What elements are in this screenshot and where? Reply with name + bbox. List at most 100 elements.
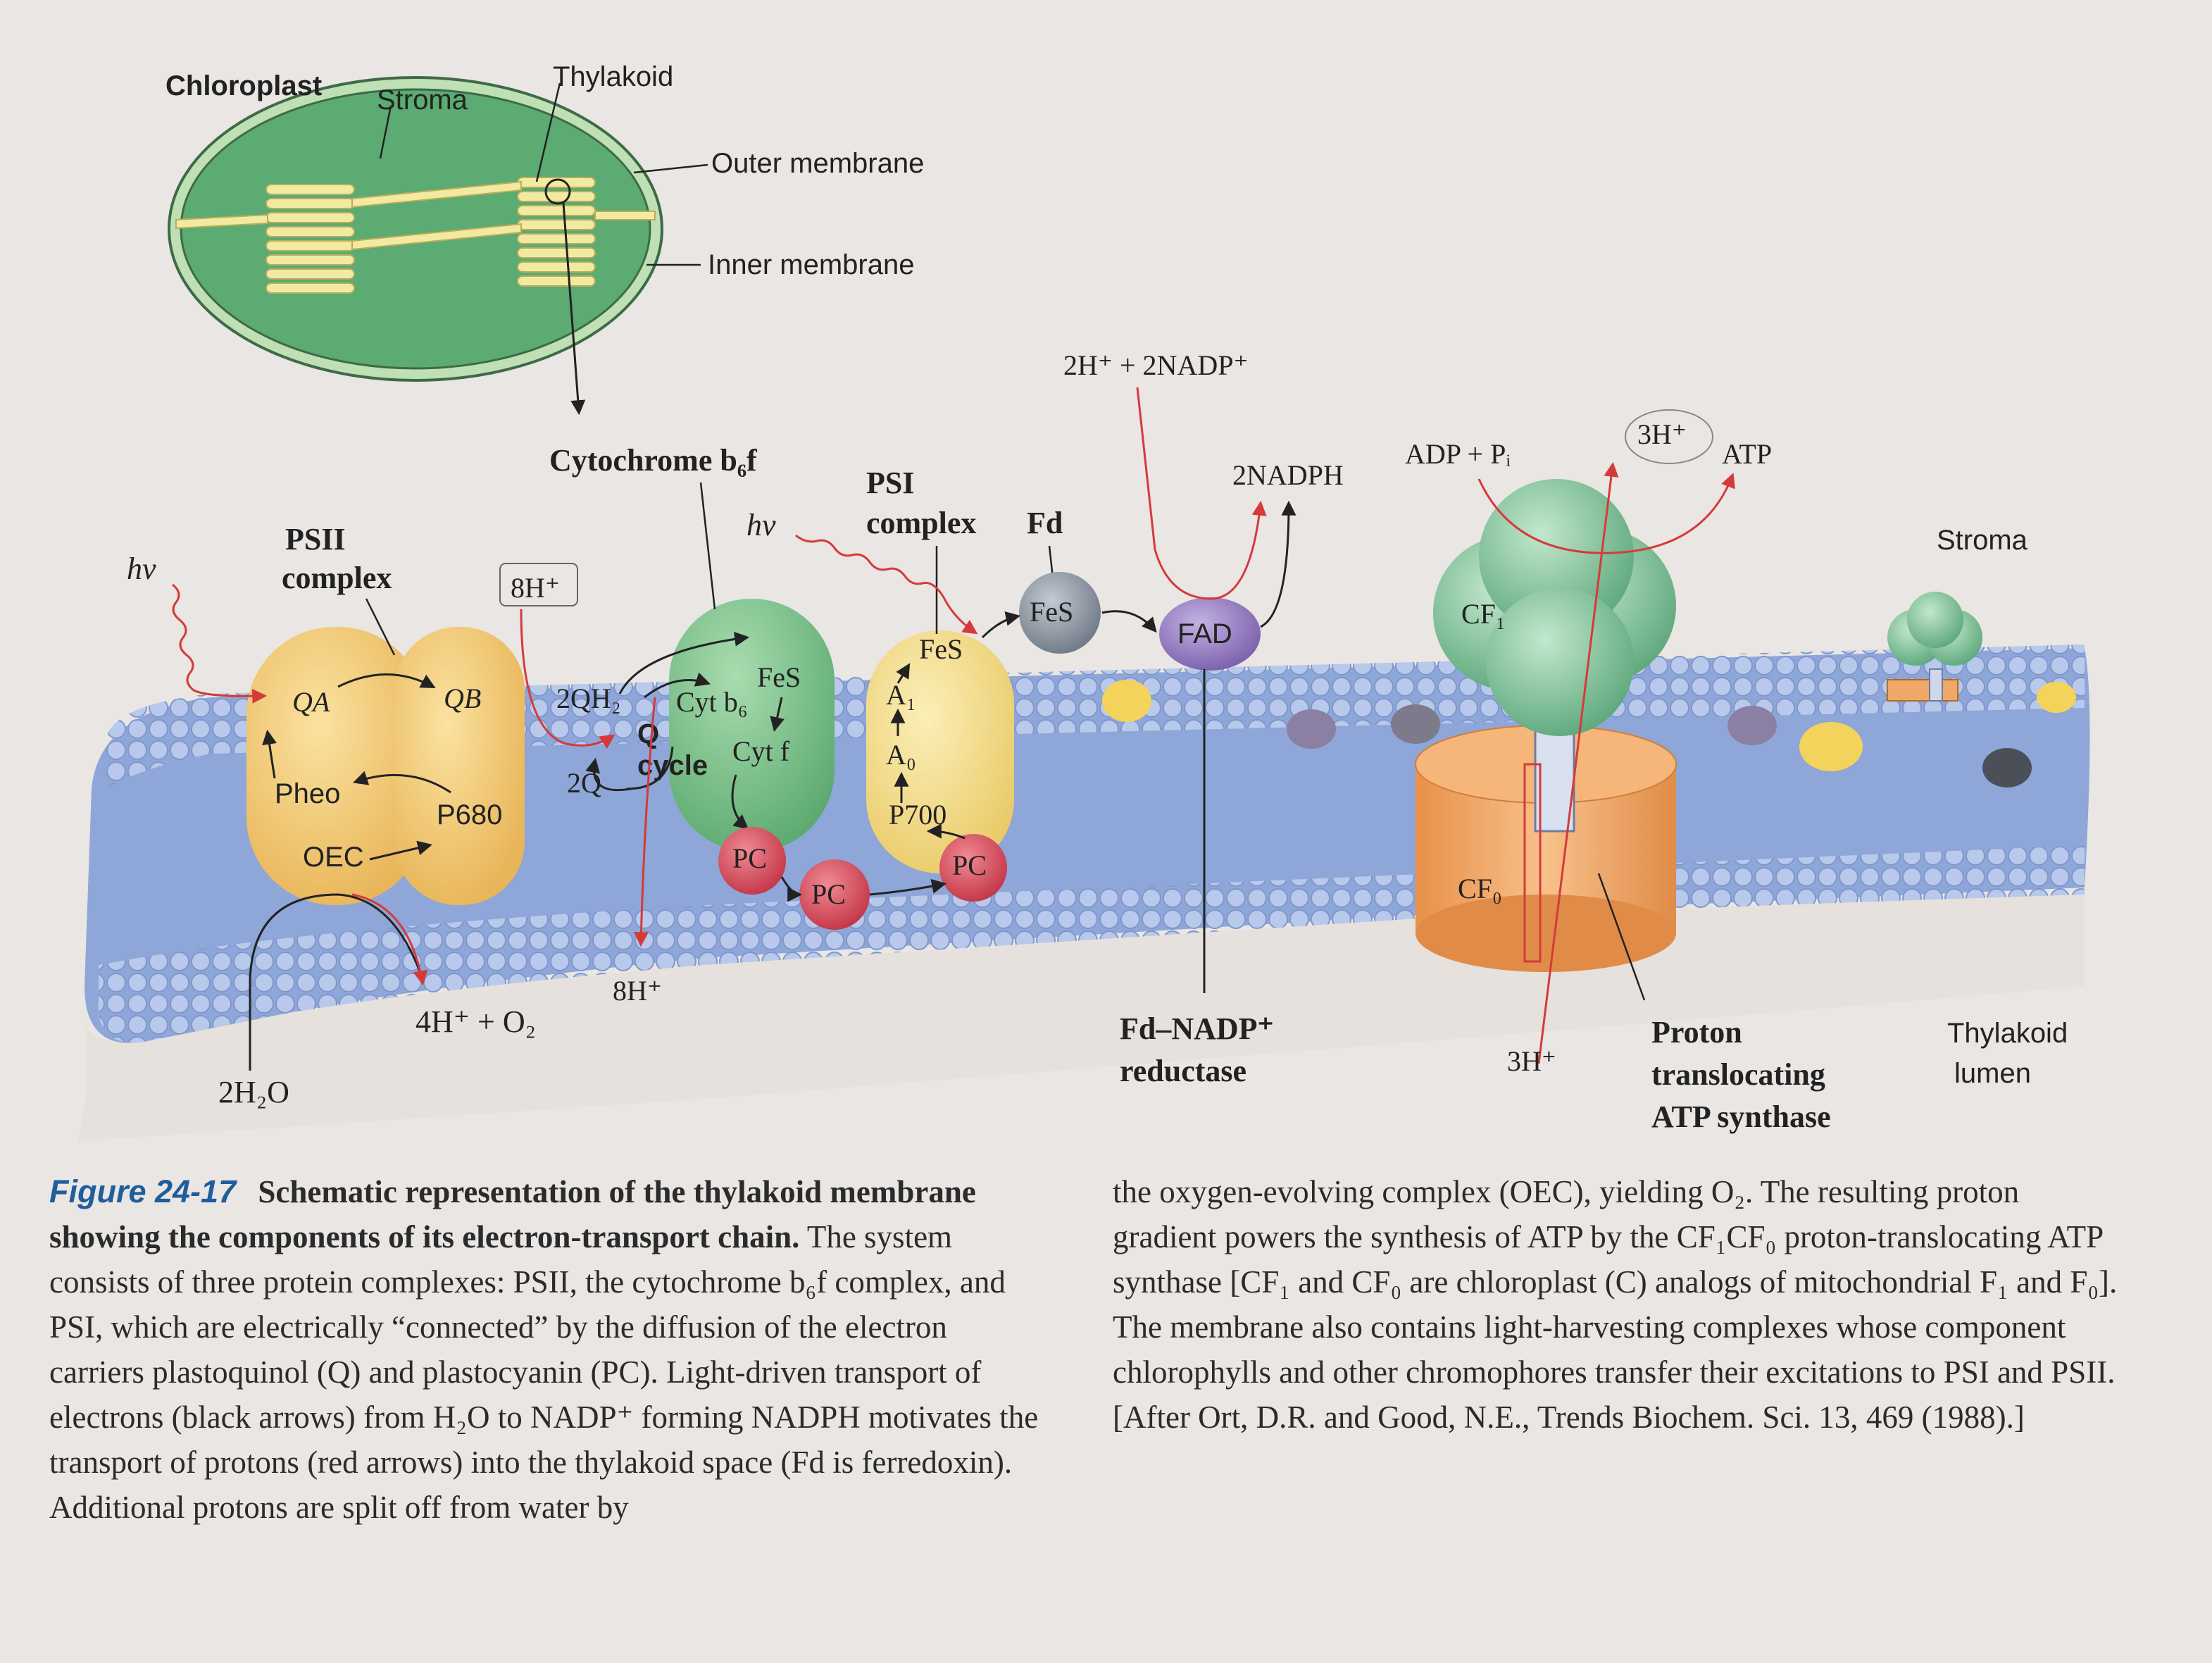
cytochrome-body [669,599,835,852]
chloroplast-inset: Chloroplast Stroma Thylakoid Outer membr… [165,61,924,416]
fd-label: Fd [1027,506,1063,540]
psi-hv: hν [746,508,776,542]
psii-hv: hν [127,552,156,586]
psi-complex: PSI complex hν FeS A₁ A₀ P700 PC PC [746,466,1014,930]
label-lumen-1: Thylakoid [1947,1018,2068,1049]
psii-products: 4H⁺ + O₂ [415,1004,536,1039]
fad-label: FAD [1177,618,1232,649]
reductase-label-2: reductase [1120,1054,1246,1088]
nadp-to-nadph-arrow [1136,387,1267,600]
cf1-label: CF₁ [1461,598,1506,630]
label-thylakoid: Thylakoid [553,61,673,92]
atp-protons-bottom: 3H⁺ [1507,1045,1556,1077]
psii-complex: PSII complex hν QA QB Pheo P680 OEC 2H₂O… [127,522,536,1109]
label-inner-membrane: Inner membrane [708,249,914,280]
atp-label: ATP [1722,438,1772,470]
lipid-protein-purple [1287,709,1336,749]
figure-label: Figure 24-17 [49,1173,237,1209]
atp-synthase-label-2: translocating [1651,1057,1825,1092]
cf0-label: CF₀ [1458,873,1502,904]
cytochrome-title: Cytochrome b₆f [549,443,758,478]
psi-a1: A₁ [886,679,916,711]
reductase-label-1: Fd–NADP⁺ [1120,1011,1274,1046]
cyt-proton-release [633,697,656,947]
fd-fes: FeS [1030,596,1073,628]
cyt-2q: 2Q [567,767,601,799]
fad-bubble [1159,597,1261,671]
psii-photon [172,583,268,704]
psi-pc-bubble [939,834,1007,902]
psii-right-lobe [394,627,525,905]
psi-a0: A₀ [886,739,916,771]
atp-synthase: CF₁ CF₀ ADP + Pᵢ 3H⁺ ATP 3H⁺ Proton tran… [1405,409,1831,1134]
label-outer-membrane: Outer membrane [711,148,924,179]
lipid-protein-yellow-2 [1799,722,1863,771]
cyt-qh2: 2QH₂ [556,683,621,714]
mobile-pc-bubble [799,859,870,930]
adp-to-atp-arrow [1477,473,1735,554]
cf0-stalk [1534,724,1575,833]
psii-water: 2H₂O [218,1075,289,1109]
lipid-protein-yellow [1102,680,1151,722]
water-split-arrow [249,893,424,1071]
atp-synthase-label-1: Proton [1651,1015,1742,1050]
psii-title-1: PSII [285,522,346,556]
psii-title-2: complex [282,561,392,595]
reductase-reactants: 2H⁺ + 2NADP⁺ [1063,349,1249,381]
psi-title-2: complex [866,506,976,540]
caption-body-right: the oxygen-evolving complex (OEC), yield… [1113,1174,2118,1435]
ferredoxin: Fd FeS [981,506,1157,654]
psii-pheo: Pheo [275,778,340,809]
lipid-protein-dark [1982,748,2032,787]
cyt-protons-in: 8H⁺ [511,572,560,604]
psi-title-1: PSI [866,466,914,500]
cf1-sub-4 [1486,588,1634,736]
psi-pc-mobile: PC [811,878,846,910]
small-atp-synthase [1887,592,1982,702]
adp-pi: ADP + Pᵢ [1405,438,1511,470]
cyt-fes: FeS [757,661,801,693]
psi-fes: FeS [919,633,963,665]
atp-protons-top: 3H⁺ [1637,418,1687,450]
figure-title: Schematic representation of the thylakoi… [49,1174,976,1254]
fd-nadp-reductase: FAD 2H⁺ + 2NADP⁺ 2NADPH Fd–NADP⁺ reducta… [1063,349,1344,1088]
cyt-b6: Cyt b₆ [676,686,748,718]
cyt-q: Q [637,718,659,749]
cf0-bottom [1416,895,1676,972]
psi-p700: P700 [889,799,946,830]
fd-bubble [1019,572,1101,654]
cyt-proton-uptake [520,609,616,749]
psii-p680: P680 [437,799,502,830]
cyt-pc-bubble [718,827,786,895]
label-lumen-2: lumen [1954,1058,2031,1089]
chloroplast-inner-membrane [180,88,651,370]
thylakoid-diagram: Chloroplast Stroma Thylakoid Outer membr… [85,61,2090,1134]
atp-synthase-proton-channel [1537,461,1619,1064]
psii-left-lobe [246,627,426,905]
reductase-product: 2NADPH [1232,459,1344,491]
stroma-lamellae [175,180,656,251]
lipid-protein-purple-2 [1727,706,1777,745]
psi-pc-bound: PC [952,849,987,881]
label-chloroplast: Chloroplast [165,70,322,101]
label-stroma-region: Stroma [1937,525,2028,556]
lipid-protein-yellow-3 [2037,682,2076,713]
lipid-protein-grey [1391,704,1440,744]
cyt-pc: PC [732,842,767,874]
thylakoid-marker [544,178,571,205]
figure-caption-right: the oxygen-evolving complex (OEC), yield… [1113,1169,2127,1440]
psii-qb: QB [444,683,481,714]
cytochrome-b6f-complex: Cytochrome b₆f 8H⁺ 2QH₂ Q cycle 2Q Cyt b… [499,443,835,1007]
psi-body [866,630,1014,873]
cf1-sub-3 [1479,479,1634,634]
atp-synthase-label-3: ATP synthase [1651,1100,1831,1134]
figure-caption-left: Figure 24-17 Schematic representation of… [49,1169,1049,1530]
cyt-f: Cyt f [732,735,790,767]
caption-body-left: The system consists of three protein com… [49,1219,1039,1525]
cyt-protons-out: 8H⁺ [613,975,662,1007]
psi-photon [795,534,978,635]
zoom-arrow [562,202,586,416]
label-stroma-inset: Stroma [377,85,468,116]
psii-qa: QA [292,686,330,718]
psii-oec: OEC [303,842,364,873]
